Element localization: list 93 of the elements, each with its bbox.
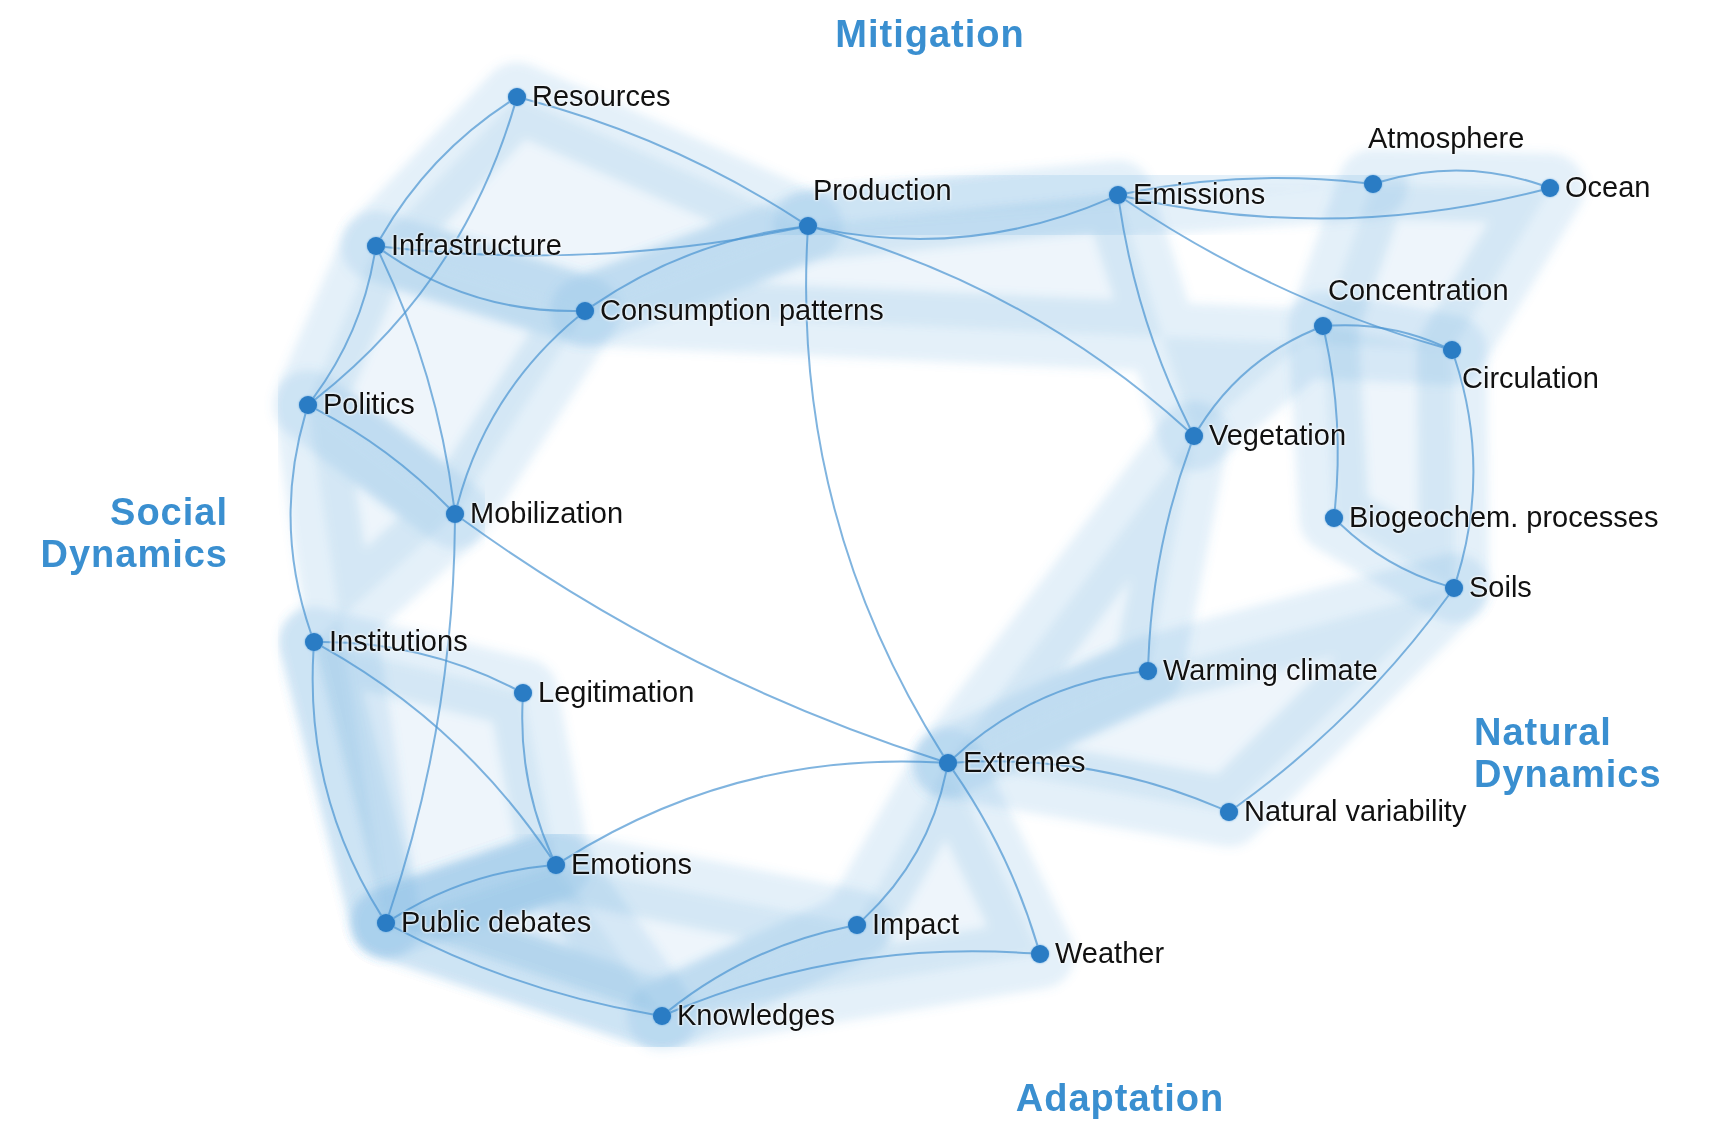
node-dot [939,754,957,772]
node-dot [1220,803,1238,821]
connector-line [862,770,948,920]
node-label: Production [813,176,952,205]
connector-line [1331,324,1445,348]
connector-line [1453,357,1475,581]
group-title: Adaptation [1014,1078,1226,1120]
group-title: Mitigation [834,14,1026,56]
connector-line [1147,443,1192,663]
connector-line [314,104,516,401]
connector-line [669,950,1032,1014]
connector-line [952,769,1039,947]
node-dot [367,237,385,255]
node-dot [514,684,532,702]
connector-line [387,522,456,916]
node-label: Ocean [1565,173,1651,202]
node-dot [1185,427,1203,445]
node-dot [653,1007,671,1025]
node-label: Biogeochem. processes [1349,503,1659,532]
connector-line [379,100,511,240]
node-dot [377,914,395,932]
connector-line [383,226,801,257]
connector-line [524,98,802,223]
connector-line [1125,189,1543,220]
connector-line [382,250,577,313]
connector-line [956,760,1222,810]
connector-line [1323,333,1339,511]
node-label: Resources [532,82,671,111]
node-dot [547,856,565,874]
node-dot [1541,179,1559,197]
node-label: Emotions [571,850,692,879]
group-title: Natural Dynamics [1474,712,1663,796]
node-dot [508,88,526,106]
node-label: Extremes [963,748,1086,777]
node-label: Politics [323,390,415,419]
connector-line [1235,594,1450,808]
connector-line [1125,176,1366,195]
node-dot [1443,341,1461,359]
node-label: Knowledges [677,1001,835,1030]
node-label: Soils [1469,573,1532,602]
node-label: Natural variability [1244,797,1467,826]
node-label: Emissions [1133,180,1266,209]
connector-line [392,926,655,1016]
node-label: Warming climate [1163,656,1378,685]
node-dot [305,633,323,651]
node-dot [799,217,817,235]
connector-line [315,408,450,509]
connector-line [311,650,383,917]
connector-line [1118,202,1191,429]
node-label: Atmosphere [1368,124,1525,153]
node-dot [848,916,866,934]
connector-line [521,701,554,858]
node-label: Vegetation [1209,421,1347,450]
connector-line [1380,169,1543,187]
connector-line [668,925,850,1012]
node-label: Infrastructure [391,231,562,260]
node-dot [1314,317,1332,335]
connector-line [378,253,455,507]
connector-line [1339,523,1447,587]
node-label: Institutions [329,627,468,656]
node-dot [1139,662,1157,680]
node-dot [1325,509,1343,527]
node-dot [576,302,594,320]
connector-line [1197,328,1316,430]
connector-line [320,645,552,859]
node-dot [1109,186,1127,204]
connector-line [562,760,940,862]
connector-line [456,315,580,507]
node-label: Weather [1055,939,1165,968]
connector-line [322,641,516,690]
node-label: Circulation [1462,364,1599,393]
node-label: Consumption patterns [600,296,884,325]
node-label: Concentration [1328,276,1509,305]
node-label: Public debates [401,908,592,937]
node-dot [1364,175,1382,193]
node-dot [299,396,317,414]
node-dot [1445,579,1463,597]
node-label: Mobilization [470,499,624,528]
connector-line [591,226,801,307]
node-label: Impact [872,910,960,939]
connector-line [312,253,376,399]
connector-line [289,412,313,635]
connector-line [815,227,1189,431]
node-dot [1031,945,1049,963]
node-dot [446,505,464,523]
connector-line [1124,199,1445,349]
connector-line [461,518,941,762]
connector-line [805,234,945,757]
connector-line [953,671,1141,758]
group-title: Social Dynamics [39,492,228,576]
connector-line [815,197,1111,240]
connector-line [392,864,549,920]
node-label: Legitimation [538,678,695,707]
